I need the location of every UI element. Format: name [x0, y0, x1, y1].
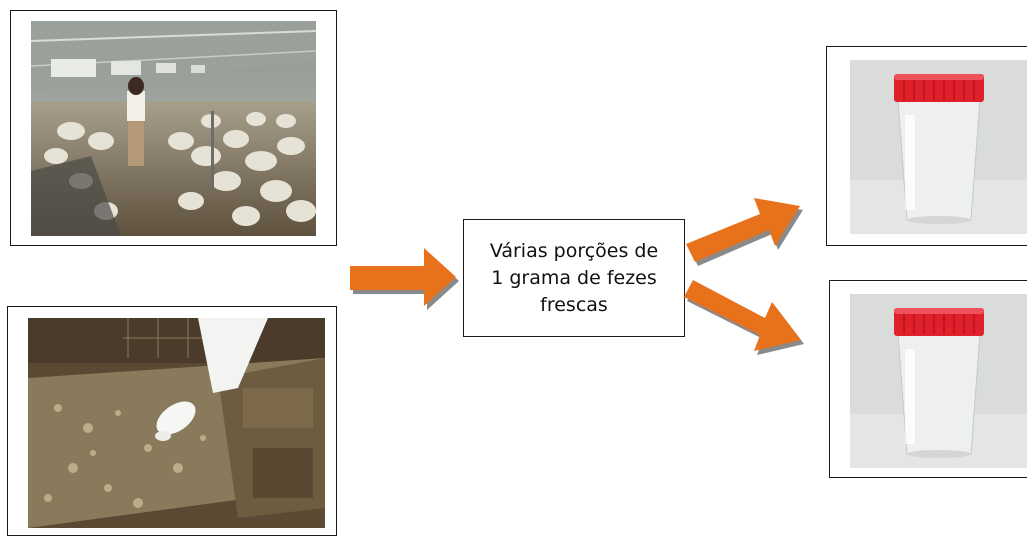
sample-container-photo-top — [850, 60, 1027, 234]
poultry-house-photo — [31, 21, 316, 236]
process-box-text: Várias porções de 1 grama de fezes fresc… — [489, 239, 659, 316]
photo-frame-container-top — [826, 46, 1027, 246]
feces-collection-photo — [28, 318, 325, 528]
diagonal-up-arrow-icon — [686, 198, 803, 266]
diagonal-down-arrow-icon — [684, 280, 804, 355]
photo-frame-feces-collection — [7, 306, 337, 536]
process-box: Várias porções de 1 grama de fezes fresc… — [463, 219, 685, 337]
photo-frame-poultry-house — [10, 10, 337, 246]
photo-frame-container-bottom — [829, 280, 1027, 478]
sample-container-photo-bottom — [850, 294, 1027, 468]
right-arrow-icon — [350, 248, 459, 310]
